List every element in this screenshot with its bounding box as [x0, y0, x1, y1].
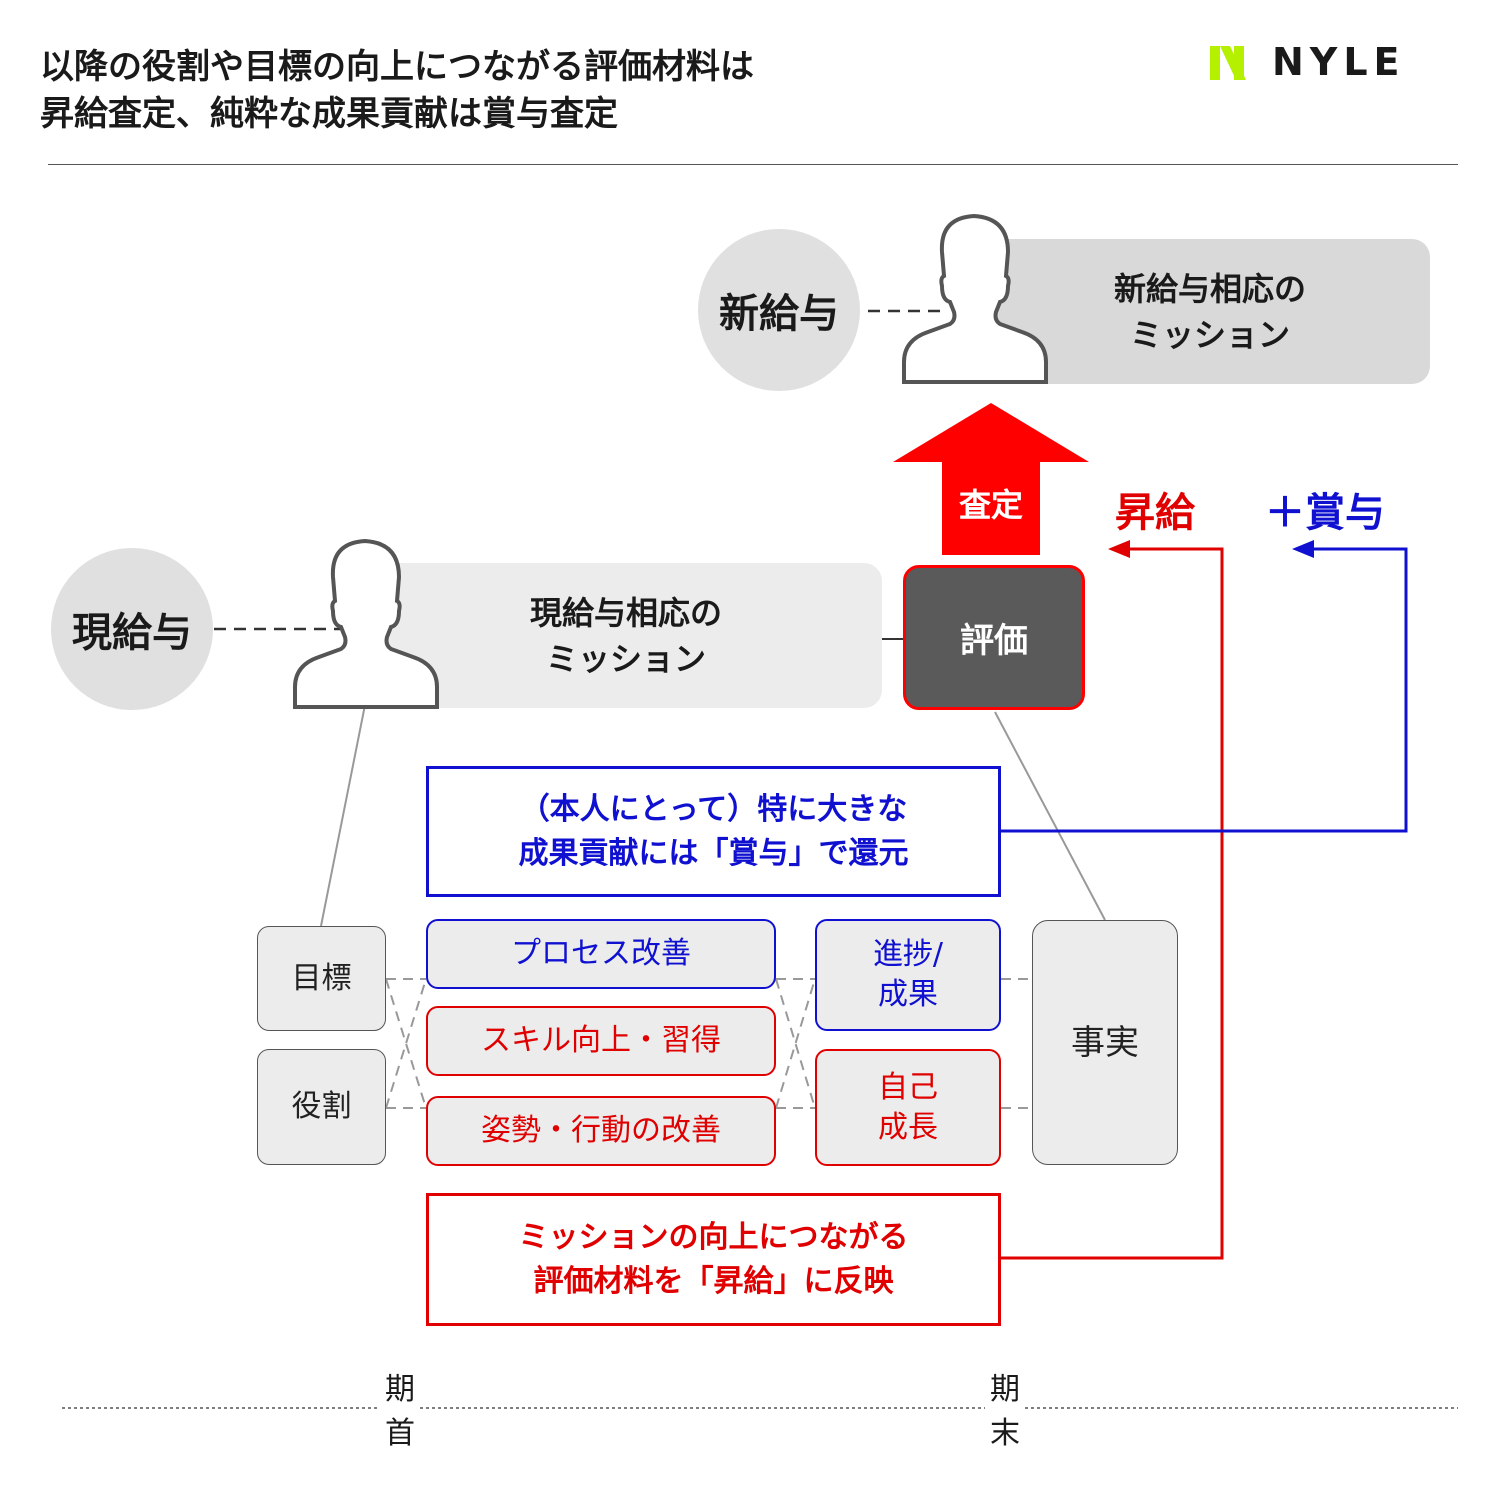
raise-box-line-2: 評価材料を「昇給」に反映 — [533, 1263, 894, 1299]
progress-line-1: 進捗/ — [872, 937, 944, 972]
current-mission-box: 現給与相応の ミッション — [370, 563, 882, 708]
title-line-2: 昇給査定、純粋な成果貢献は賞与査定 — [40, 94, 618, 134]
current-salary-circle: 現給与 — [51, 548, 213, 710]
skill-improvement-box: スキル向上・習得 — [426, 1006, 776, 1076]
assessment-arrow — [893, 403, 1089, 555]
period-end-line-2: 末 — [990, 1416, 1020, 1451]
bonus-box-line-1: （本人にとって）特に大きな — [519, 791, 908, 827]
assessment-label: 査定 — [958, 486, 1023, 524]
title-divider — [48, 164, 1458, 165]
fact-box: 事実 — [1032, 920, 1178, 1165]
process-improvement-box: プロセス改善 — [426, 919, 776, 989]
new-salary-circle: 新給与 — [698, 229, 860, 391]
attitude-improvement-box: 姿勢・行動の改善 — [426, 1096, 776, 1166]
new-salary-label: 新給与 — [719, 291, 839, 337]
raise-label: 昇給 — [1115, 490, 1195, 536]
evaluation-box: 評価 — [903, 565, 1085, 710]
role-label: 役割 — [291, 1089, 352, 1124]
bonus-label: ＋賞与 — [1265, 490, 1385, 536]
attitude-improvement-label: 姿勢・行動の改善 — [481, 1113, 721, 1148]
process-improvement-label: プロセス改善 — [511, 936, 691, 971]
growth-line-2: 成長 — [878, 1109, 938, 1145]
progress-line-2: 成果 — [877, 977, 938, 1012]
bonus-explanation-box: （本人にとって）特に大きな 成果貢献には「賞与」で還元 — [426, 766, 1001, 897]
self-growth-box: 自己 成長 — [815, 1049, 1001, 1166]
page-title: 以降の役割や目標の向上につながる評価材料は 昇給査定、純粋な成果貢献は賞与査定 — [40, 44, 754, 138]
raise-box-line-1: ミッションの向上につながる — [518, 1219, 909, 1255]
new-mission-line-1: 新給与相応の — [1113, 269, 1306, 308]
current-mission-line-2: ミッション — [545, 639, 706, 678]
progress-result-box: 進捗/ 成果 — [815, 919, 1001, 1031]
role-box: 役割 — [257, 1049, 386, 1165]
nyle-logo-icon — [1210, 46, 1246, 80]
new-mission-line-2: ミッション — [1129, 315, 1290, 354]
new-person-icon — [902, 213, 1048, 384]
fact-label: 事実 — [1071, 1022, 1139, 1063]
growth-line-1: 自己 — [878, 1069, 938, 1105]
raise-explanation-box: ミッションの向上につながる 評価材料を「昇給」に反映 — [426, 1193, 1001, 1326]
title-line-1: 以降の役割や目標の向上につながる評価材料は — [40, 47, 754, 87]
evaluation-label: 評価 — [960, 621, 1028, 661]
period-end-line-1: 期 — [990, 1372, 1020, 1407]
current-person-icon — [293, 538, 439, 709]
period-start-line-2: 首 — [385, 1416, 415, 1451]
period-start-line-1: 期 — [385, 1372, 415, 1407]
period-start-label: 期 首 — [380, 1368, 420, 1456]
current-salary-label: 現給与 — [72, 610, 192, 656]
bonus-box-line-2: 成果貢献には「賞与」で還元 — [518, 835, 909, 871]
logo-text: NYLE — [1272, 40, 1406, 84]
current-mission-line-1: 現給与相応の — [529, 593, 722, 632]
goal-box: 目標 — [257, 926, 386, 1031]
skill-improvement-label: スキル向上・習得 — [481, 1023, 721, 1058]
goal-label: 目標 — [291, 960, 352, 996]
period-end-label: 期 末 — [985, 1368, 1025, 1456]
